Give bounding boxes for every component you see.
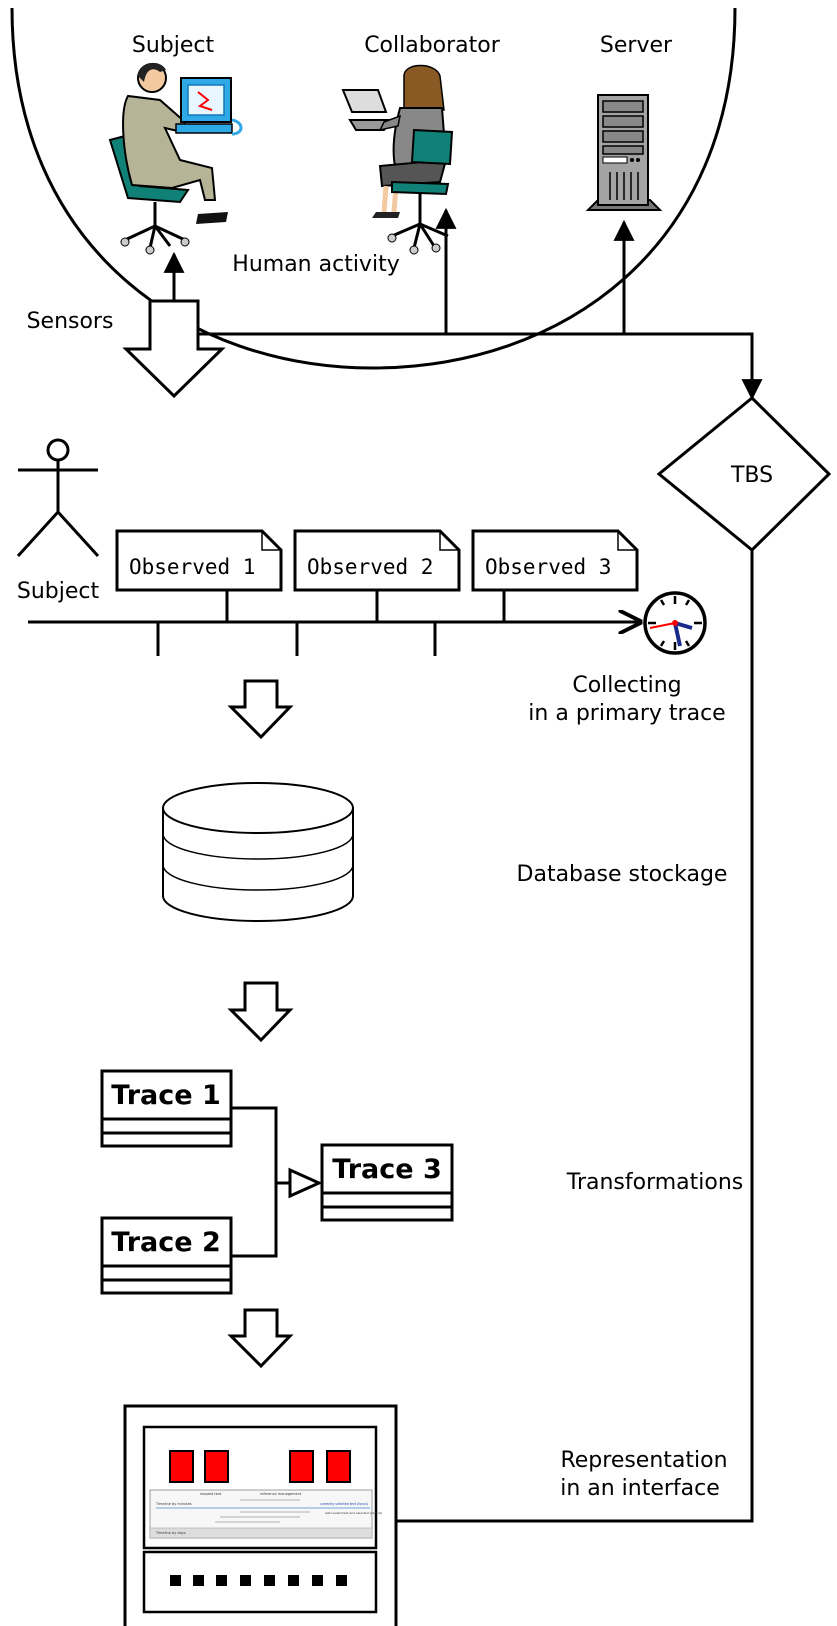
collect-caption-line1: Collecting bbox=[572, 673, 681, 698]
collect-actor-label: Subject bbox=[17, 579, 100, 604]
subject-label: Subject bbox=[132, 33, 215, 58]
flow-arrow-1 bbox=[227, 679, 294, 740]
interface-red-button bbox=[289, 1450, 314, 1483]
observed-note-2: Observed 2 bbox=[293, 529, 461, 592]
interface-red-button bbox=[169, 1450, 194, 1483]
tbs-label: TBS bbox=[730, 463, 773, 488]
collect-caption-line2: in a primary trace bbox=[528, 701, 725, 726]
observed-note-1: Observed 1 bbox=[115, 529, 283, 592]
mini-right2: last loaded text and selected (callout) bbox=[325, 1511, 382, 1515]
server-label: Server bbox=[600, 33, 673, 58]
interface-caption-line2: in an interface bbox=[560, 1476, 720, 1501]
stick-figure-icon bbox=[16, 438, 100, 558]
mini-heading: reference management bbox=[260, 1492, 302, 1496]
mini-row2: Timeline by days bbox=[155, 1531, 186, 1535]
mini-row1: Timeline by minutes bbox=[155, 1502, 192, 1506]
storage-caption: Database stockage bbox=[517, 862, 728, 887]
collaborator-label: Collaborator bbox=[364, 33, 501, 58]
subject-person-icon bbox=[108, 62, 243, 255]
trace-3-box: Trace 3 bbox=[320, 1143, 454, 1222]
activity-boundary-arc bbox=[10, 7, 737, 370]
transform-caption: Transformations bbox=[566, 1170, 744, 1195]
trace-2-box: Trace 2 bbox=[100, 1216, 233, 1295]
interface-frame: request text reference management Timeli… bbox=[123, 1404, 398, 1626]
observed-2-text: Observed 2 bbox=[307, 555, 433, 579]
collaborator-person-icon bbox=[341, 64, 454, 255]
tbs-to-interface-line bbox=[396, 550, 754, 1523]
database-icon bbox=[162, 782, 354, 922]
observed-note-3: Observed 3 bbox=[471, 529, 639, 592]
observed-3-text: Observed 3 bbox=[485, 555, 611, 579]
timeline-ticks bbox=[156, 590, 506, 656]
trace-3-label: Trace 3 bbox=[332, 1154, 442, 1185]
observed-1-text: Observed 1 bbox=[129, 555, 255, 579]
trace-merge-connector bbox=[231, 1106, 290, 1258]
mini-title: request text bbox=[200, 1492, 222, 1496]
sensors-down-arrow bbox=[122, 299, 226, 399]
trace-2-label: Trace 2 bbox=[111, 1227, 221, 1258]
generalization-triangle bbox=[288, 1167, 323, 1199]
interface-caption-line1: Representation bbox=[560, 1448, 727, 1473]
sensors-label: Sensors bbox=[27, 309, 114, 334]
sensor-bus-line bbox=[198, 332, 754, 388]
clock-icon bbox=[643, 591, 707, 655]
interface-red-button bbox=[204, 1450, 229, 1483]
mini-right1: currently selected text (focus) bbox=[320, 1502, 368, 1506]
server-icon bbox=[585, 94, 663, 211]
interface-dot-row bbox=[170, 1575, 347, 1586]
trace-1-box: Trace 1 bbox=[100, 1069, 233, 1148]
trace-1-label: Trace 1 bbox=[111, 1080, 221, 1111]
flow-arrow-3 bbox=[227, 1308, 294, 1369]
human-activity-label: Human activity bbox=[232, 252, 399, 277]
interface-red-button bbox=[326, 1450, 351, 1483]
flow-arrow-2 bbox=[227, 981, 294, 1043]
